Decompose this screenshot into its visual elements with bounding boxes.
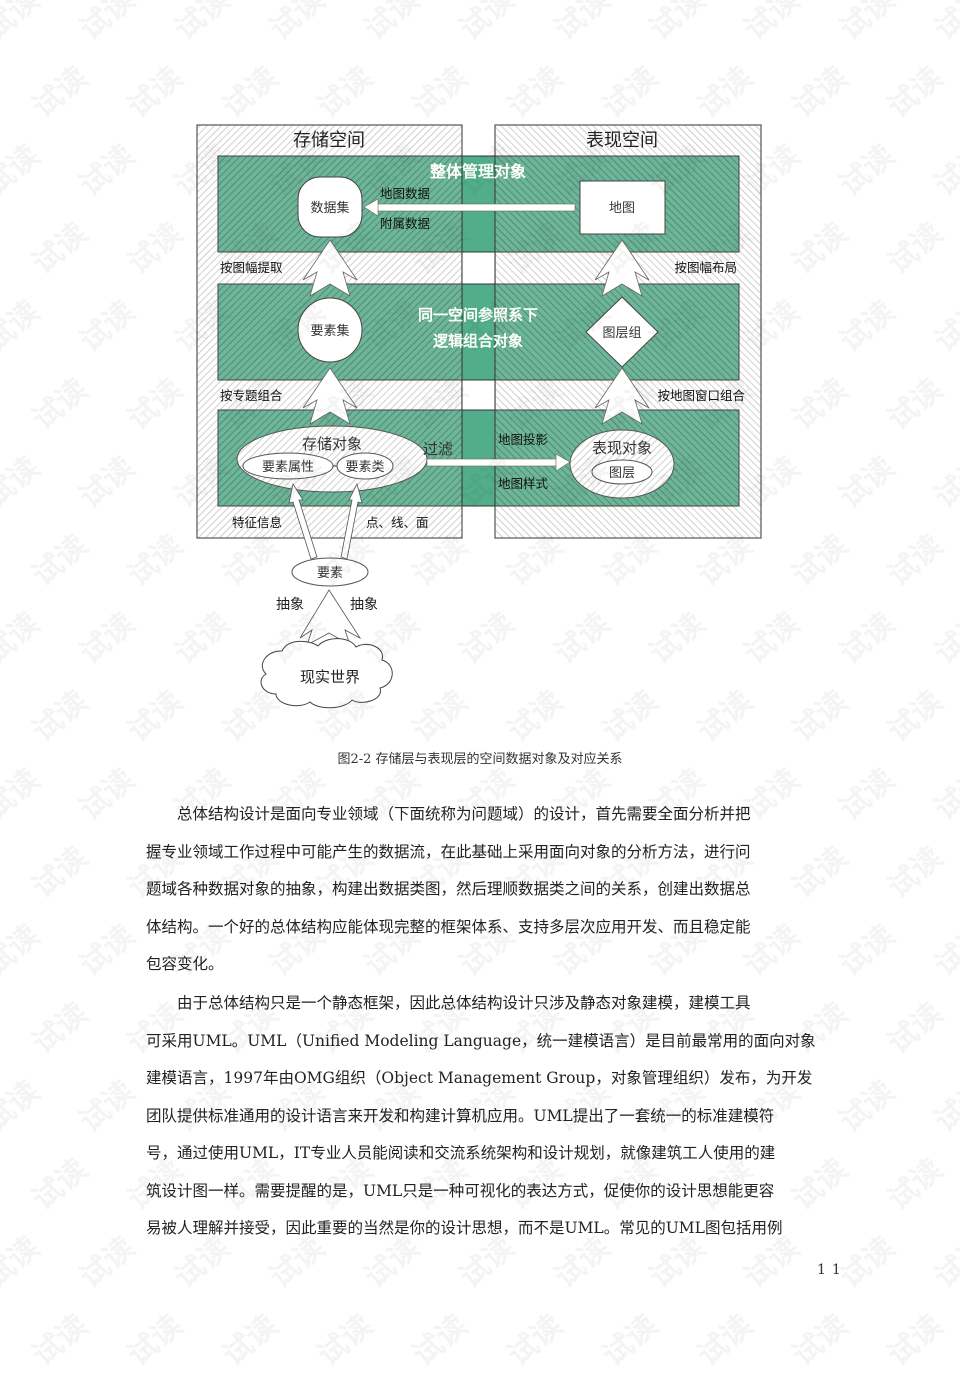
node-layer <box>591 459 653 485</box>
band-logical-combination: 同一空间参照系下 逻辑组合对象 <box>217 283 740 381</box>
arrow-abstract <box>299 589 362 646</box>
node-map <box>579 180 666 235</box>
node-feature-class <box>336 452 394 480</box>
paragraph-line: 握专业领域工作过程中可能产生的数据流，在此基础上采用面向对象的分析方法，进行问 <box>146 842 751 861</box>
node-dataset <box>297 176 363 238</box>
paragraph-line: 题域各种数据对象的抽象，构建出数据类图，然后理顺数据类之间的关系，创建出数据总 <box>146 880 751 898</box>
label-map-style: 地图样式 <box>498 476 549 491</box>
paragraph-line: 建模语言，1997年由OMG组织（Object Management Group… <box>146 1069 813 1087</box>
paragraph-line: 号，通过使用UML，IT专业人员能阅读和交流系统架构和设计规划，就像建筑工人使用… <box>146 1144 776 1162</box>
watermark-text: 试读 <box>781 1302 855 1374</box>
watermark-text: 试读 <box>68 1068 142 1140</box>
node-feature-set <box>297 297 363 363</box>
node-feature-set-label: 要素集 <box>310 323 349 339</box>
node-presentation-object-label: 表现对象 <box>592 439 652 457</box>
node-feature-class-label: 要素类 <box>345 460 384 475</box>
node-layer-group <box>585 296 659 368</box>
node-map-label: 地图 <box>609 201 635 216</box>
watermark-text: 试读 <box>876 1302 950 1374</box>
watermark-text: 试读 <box>923 1068 960 1140</box>
storage-space-title: 存储空间 <box>293 130 365 151</box>
paragraph-line: 总体结构设计是面向专业领域（下面统称为问题域）的设计，首先需要全面分析并把 <box>177 805 751 823</box>
watermark-text: 试读 <box>21 834 95 906</box>
page-number: 11 <box>817 1262 847 1278</box>
watermark-text: 试读 <box>828 912 902 984</box>
label-map-data: 地图数据 <box>380 186 430 201</box>
watermark-text: 试读 <box>496 1302 570 1374</box>
label-point-line-area: 点、线、面 <box>366 515 429 530</box>
node-dataset-label: 数据集 <box>310 200 349 216</box>
watermark-text: 试读 <box>211 1302 285 1374</box>
node-feature <box>291 557 369 587</box>
band-mid-title-2: 逻辑组合对象 <box>433 332 523 350</box>
label-map-projection: 地图投影 <box>498 432 549 447</box>
paragraph-line: 由于总体结构只是一个静态框架，因此总体结构设计只涉及静态对象建模，建模工具 <box>177 994 751 1012</box>
label-extract-by-sheet: 按图幅提取 <box>220 260 283 275</box>
paragraph-line: 筑设计图一样。需要提醒的是，UML只是一种可视化的表达方式，促使你的设计思想能更… <box>146 1181 775 1200</box>
node-feature-attribute-label: 要素属性 <box>262 460 314 475</box>
watermark-text: 试读 <box>591 1302 665 1374</box>
figure-caption: 图2-2 存储层与表现层的空间数据对象及对应关系 <box>337 752 623 767</box>
watermark-text: 试读 <box>21 990 95 1062</box>
watermark-text: 试读 <box>876 1146 950 1218</box>
paragraph-line: 包容变化。 <box>146 955 224 973</box>
watermark-text: 试读 <box>68 912 142 984</box>
arrow-map-to-dataset <box>363 198 576 217</box>
watermark-text: 试读 <box>828 1068 902 1140</box>
paragraph-1: 总体结构设计是面向专业领域（下面统称为问题域）的设计，首先需要全面分析并把 握专… <box>146 796 816 984</box>
band-mid-title-1: 同一空间参照系下 <box>418 306 538 324</box>
arrows-feature-up <box>288 482 363 560</box>
watermark-text: 试读 <box>401 1302 475 1374</box>
node-real-world-label: 现实世界 <box>300 668 360 686</box>
watermark-text: 试读 <box>876 834 950 906</box>
up-arrows <box>302 239 650 425</box>
paragraph-line: 体结构。一个好的总体结构应能体现完整的框架体系、支持多层次应用开发、而且稳定能 <box>146 917 751 936</box>
paragraph-line: 团队提供标准通用的设计语言来开发和构建计算机应用。UML提出了一套统一的标准建模… <box>146 1106 775 1125</box>
node-layer-group-label: 图层组 <box>602 326 641 341</box>
label-combine-by-theme: 按专题组合 <box>220 388 283 403</box>
label-attached-data: 附属数据 <box>380 216 430 231</box>
watermark-text: 试读 <box>21 1302 95 1374</box>
watermark-text: 试读 <box>21 1146 95 1218</box>
label-filter: 过滤 <box>423 440 453 458</box>
label-layout-by-sheet: 按图幅布局 <box>674 260 737 275</box>
paragraph-line: 可采用UML。UML（Unified Modeling Language，统一建… <box>146 1031 816 1050</box>
watermark-text: 试读 <box>828 1224 902 1296</box>
node-real-world-cloud <box>260 638 393 709</box>
watermark-text: 试读 <box>923 912 960 984</box>
watermark-text: 试读 <box>306 1302 380 1374</box>
figure-storage-presentation-diagram: 存储空间 表现空间 整体管理对象 同一空间参照系下 逻辑组合对象 数据集 地图 … <box>196 124 762 709</box>
band-top-title: 整体管理对象 <box>429 162 526 181</box>
watermark-text: 试读 <box>0 912 47 984</box>
watermark-text: 试读 <box>686 1302 760 1374</box>
node-storage-object-label: 存储对象 <box>302 435 362 453</box>
node-feature-label: 要素 <box>317 566 343 581</box>
label-feature-info: 特征信息 <box>232 515 282 530</box>
label-abstract-right: 抽象 <box>350 597 378 613</box>
watermark-text: 试读 <box>0 1068 47 1140</box>
paragraph-line: 易被人理解并接受，因此重要的当然是你的设计思想，而不是UML。常见的UML图包括… <box>146 1219 783 1237</box>
watermark-text: 试读 <box>116 1302 190 1374</box>
watermark-text: 试读 <box>923 1224 960 1296</box>
paragraph-2: 由于总体结构只是一个静态框架，因此总体结构设计只涉及静态对象建模，建模工具 可采… <box>146 985 816 1248</box>
label-combine-by-window: 按地图窗口组合 <box>657 388 745 403</box>
label-abstract-left: 抽象 <box>276 597 304 613</box>
arrow-filter <box>426 453 571 472</box>
presentation-space-title: 表现空间 <box>586 130 658 151</box>
watermark-text: 试读 <box>68 1224 142 1296</box>
watermark-text: 试读 <box>876 990 950 1062</box>
watermark-text: 试读 <box>0 1224 47 1296</box>
node-layer-label: 图层 <box>609 466 635 481</box>
